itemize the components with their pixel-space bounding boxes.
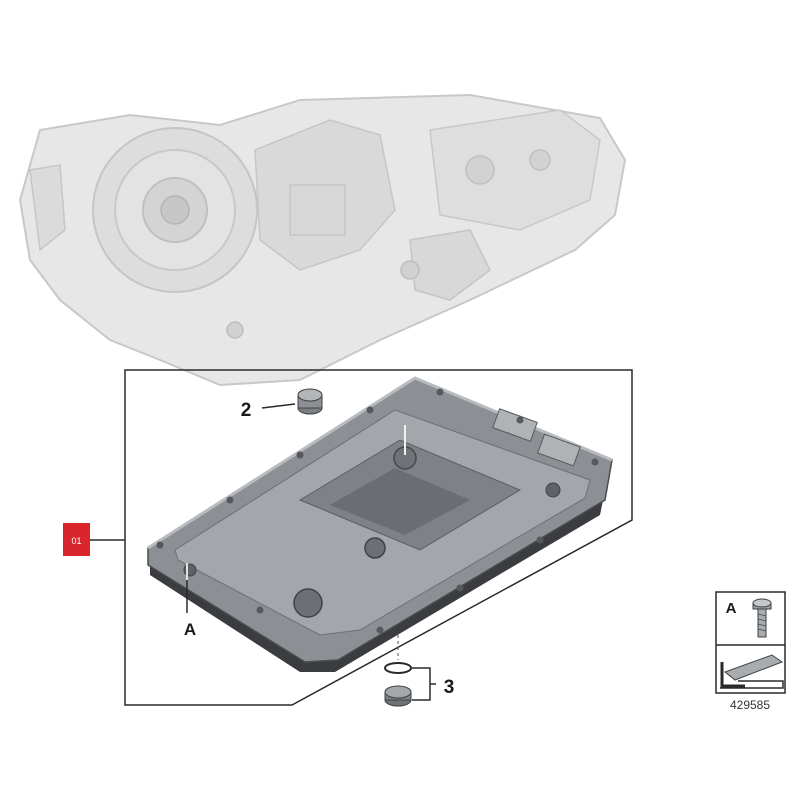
seal-ring[interactable] xyxy=(384,662,412,674)
direction-arrow-icon xyxy=(720,654,784,689)
legend-box: A xyxy=(715,591,786,694)
callout-3-label: 3 xyxy=(444,677,455,698)
assembly-frame xyxy=(124,369,633,706)
drain-plug-part-3[interactable] xyxy=(384,685,412,707)
screw-icon xyxy=(752,598,772,638)
mark-a-label: A xyxy=(184,620,196,639)
ref-badge-label: 01 xyxy=(71,536,81,546)
callout-2-leader xyxy=(261,403,296,409)
legend-key-letter: A xyxy=(726,600,737,617)
figure-number: 429585 xyxy=(730,698,770,712)
oil-pan[interactable] xyxy=(147,376,613,672)
callout-3-bracket xyxy=(412,667,436,701)
transmission-housing xyxy=(18,93,627,387)
ref-badge[interactable] xyxy=(63,523,90,556)
callout-2-label: 2 xyxy=(241,400,252,421)
plug-part-2[interactable] xyxy=(297,388,323,415)
